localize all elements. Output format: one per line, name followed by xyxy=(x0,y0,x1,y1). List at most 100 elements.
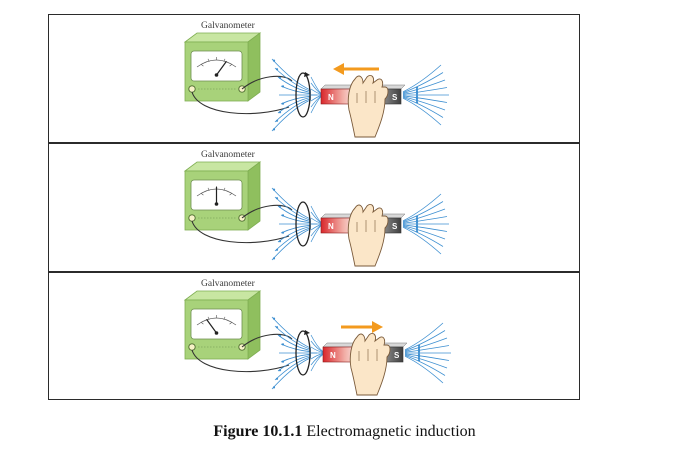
field-line-left xyxy=(277,226,312,243)
field-arrowhead xyxy=(275,197,279,200)
motion-arrow-head xyxy=(333,63,344,75)
field-line-left xyxy=(271,99,312,132)
scale-tick xyxy=(207,58,210,62)
current-arrow xyxy=(304,72,310,77)
hand xyxy=(347,203,389,267)
finger-lines xyxy=(358,349,378,361)
field-arrowhead xyxy=(275,377,279,380)
field-arrowhead xyxy=(415,99,419,102)
field-arrowhead xyxy=(272,128,276,131)
scale-tick xyxy=(223,316,226,320)
field-line-gap xyxy=(310,354,324,372)
wire-coil xyxy=(295,330,311,376)
wire-upper xyxy=(241,204,293,219)
north-pole-label: N xyxy=(328,222,334,231)
field-line-right xyxy=(402,216,448,224)
field-arrowhead xyxy=(275,119,279,122)
south-pole-label: S xyxy=(392,93,398,102)
galvanometer-needle xyxy=(206,318,217,334)
field-line-left xyxy=(277,205,312,222)
hand xyxy=(347,74,389,138)
figure-caption: Figure 10.1.1 Electromagnetic induction xyxy=(0,423,689,441)
galvanometer-top xyxy=(183,290,262,301)
scale-tick xyxy=(223,187,226,191)
field-line-right xyxy=(404,330,446,351)
field-arrowhead xyxy=(272,59,276,62)
south-pole-label: S xyxy=(394,351,400,360)
wire-coil xyxy=(295,72,311,118)
needle-pivot xyxy=(214,73,219,77)
field-line-right xyxy=(402,97,442,126)
field-arrowhead xyxy=(281,214,285,217)
field-line-right xyxy=(404,355,446,376)
field-line-right xyxy=(402,72,444,93)
field-line-gap xyxy=(310,340,324,353)
terminal-left xyxy=(188,343,196,351)
field-line-left xyxy=(274,98,312,123)
galvanometer-title: Galvanometer xyxy=(201,150,256,160)
field-line-right xyxy=(402,208,446,223)
field-line-right xyxy=(404,355,444,384)
field-line-right xyxy=(402,224,448,232)
field-line-right xyxy=(402,226,444,247)
scale-tick xyxy=(229,322,233,325)
field-line-gap xyxy=(310,334,324,352)
galvanometer-title: Galvanometer xyxy=(201,21,256,31)
field-line-right xyxy=(402,201,444,222)
field-line-right xyxy=(402,95,448,103)
field-line-gap xyxy=(310,224,322,237)
figure-caption-text: Electromagnetic induction xyxy=(306,423,476,440)
galvanometer-side xyxy=(247,32,261,102)
needle-pivot xyxy=(214,331,219,335)
field-line-left xyxy=(277,355,312,372)
field-arrowhead xyxy=(281,360,285,363)
field-line-gap xyxy=(310,224,322,231)
field-arrowhead xyxy=(415,97,419,100)
field-arrowhead xyxy=(278,369,282,372)
terminal-left xyxy=(188,85,196,93)
field-arrowhead xyxy=(278,111,282,114)
field-line-left xyxy=(271,316,312,349)
field-line-right xyxy=(404,353,450,361)
field-arrowhead xyxy=(415,226,419,229)
field-line-right xyxy=(402,64,442,93)
field-line-left xyxy=(274,67,312,92)
field-line-left xyxy=(274,227,312,252)
field-arrowhead xyxy=(272,257,276,260)
field-arrowhead xyxy=(415,93,419,97)
field-line-gap xyxy=(310,353,324,360)
motion-arrow-head xyxy=(372,321,383,333)
field-arrowhead xyxy=(278,205,282,208)
field-arrowhead xyxy=(415,92,419,95)
scale-tick xyxy=(229,193,233,196)
field-line-gap xyxy=(310,205,322,223)
field-arrowhead xyxy=(417,353,421,356)
field-line-right xyxy=(404,322,444,351)
field-arrowhead xyxy=(281,85,285,88)
wire-lower xyxy=(191,91,290,115)
north-pole-label: N xyxy=(330,351,336,360)
field-line-left xyxy=(271,228,312,261)
field-arrowhead xyxy=(275,248,279,251)
field-line-right xyxy=(402,226,442,255)
field-arrowhead xyxy=(415,95,419,98)
field-line-gap xyxy=(310,211,322,224)
field-line-gap xyxy=(310,95,322,108)
field-line-gap xyxy=(310,346,324,353)
field-line-gap xyxy=(310,88,322,95)
field-arrowhead xyxy=(278,334,282,337)
scale-tick xyxy=(229,64,233,67)
field-line-left xyxy=(277,334,312,351)
field-arrowhead xyxy=(281,231,285,234)
galvanometer-title: Galvanometer xyxy=(201,279,256,289)
current-arrow xyxy=(304,330,310,335)
field-arrowhead xyxy=(415,228,419,231)
wire-lower xyxy=(191,349,290,373)
scale-tick xyxy=(200,64,204,67)
field-arrowhead xyxy=(278,240,282,243)
field-arrowhead xyxy=(281,343,285,346)
needle-pivot xyxy=(214,202,219,206)
field-arrowhead xyxy=(415,230,419,233)
